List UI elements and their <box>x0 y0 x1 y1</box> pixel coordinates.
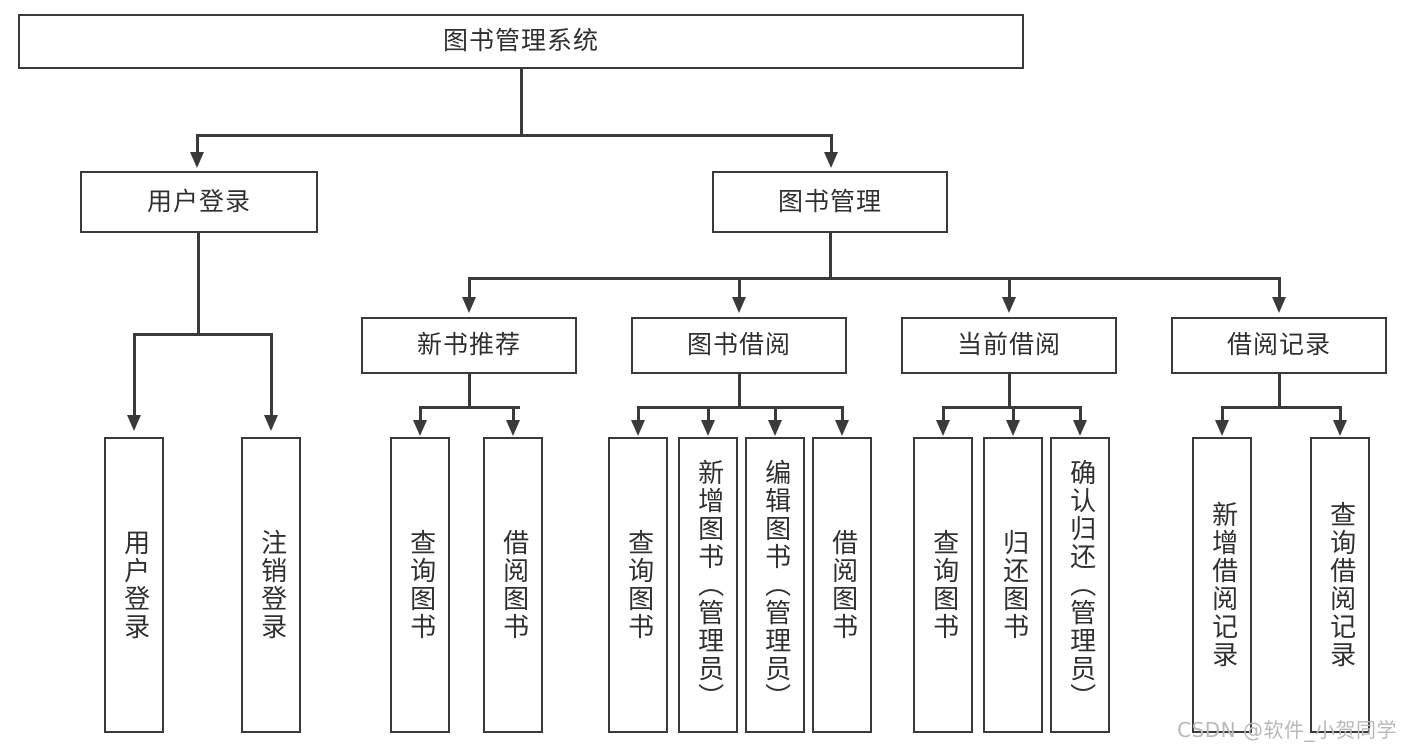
leaf-user-login-0[interactable]: 用户登录 <box>104 437 164 733</box>
arrowhead-user-login <box>190 152 204 168</box>
connector-root-to-user-login <box>196 134 199 154</box>
connector-book-mgmt-c4 <box>1278 277 1281 299</box>
connector-user-login-stem <box>197 233 200 334</box>
connector-current-borrow-leaf2 <box>1012 406 1015 422</box>
node-book-management[interactable]: 图书管理 <box>712 171 948 233</box>
node-borrow-record-label: 借阅记录 <box>1226 330 1331 360</box>
arrowhead-book-mgmt <box>824 152 838 168</box>
leaf-current-borrow-2[interactable]: 确认归还（管理员） <box>1050 437 1110 733</box>
connector-root-stem <box>520 69 523 135</box>
leaf-book-borrow-1[interactable]: 新增图书（管理员） <box>678 437 738 733</box>
node-root-label: 图书管理系统 <box>442 26 599 56</box>
node-current-borrow-label: 当前借阅 <box>956 330 1061 360</box>
connector-borrow-record-stem <box>1278 374 1281 407</box>
leaf-current-borrow-1-label: 归还图书 <box>998 529 1029 641</box>
connector-root-to-book-mgmt <box>830 134 833 154</box>
leaf-new-book-0-label: 查询图书 <box>405 529 436 641</box>
arrowhead-user-login-leaf1 <box>127 415 141 431</box>
connector-borrow-record-bus <box>1221 406 1339 409</box>
node-book-borrow[interactable]: 图书借阅 <box>631 317 847 374</box>
leaf-book-borrow-1-label: 新增图书（管理员） <box>693 459 724 711</box>
leaf-borrow-record-0-label: 新增借阅记录 <box>1207 501 1238 669</box>
node-user-login[interactable]: 用户登录 <box>80 171 318 233</box>
arrowhead-current-borrow-leaf1 <box>936 420 950 436</box>
connector-book-borrow-leaf3 <box>774 406 777 422</box>
arrowhead-book-borrow-leaf3 <box>768 420 782 436</box>
leaf-borrow-record-1[interactable]: 查询借阅记录 <box>1310 437 1370 733</box>
arrowhead-current-borrow-leaf3 <box>1073 420 1087 436</box>
leaf-book-borrow-0[interactable]: 查询图书 <box>608 437 668 733</box>
leaf-book-borrow-0-label: 查询图书 <box>623 529 654 641</box>
connector-book-mgmt-c1 <box>468 277 471 299</box>
leaf-book-borrow-3-label: 借阅图书 <box>827 529 858 641</box>
node-root[interactable]: 图书管理系统 <box>18 14 1024 69</box>
leaf-new-book-0[interactable]: 查询图书 <box>390 437 450 733</box>
connector-book-borrow-stem <box>738 374 741 407</box>
connector-book-borrow-leaf1 <box>637 406 640 422</box>
connector-book-borrow-leaf4 <box>841 406 844 422</box>
connector-new-book-bus <box>419 406 520 409</box>
arrowhead-current-borrow <box>1002 297 1016 313</box>
arrowhead-borrow-record-leaf1 <box>1215 420 1229 436</box>
arrowhead-current-borrow-leaf2 <box>1006 420 1020 436</box>
connector-current-borrow-leaf1 <box>942 406 945 422</box>
connector-book-mgmt-bus <box>468 277 1280 280</box>
connector-book-mgmt-c3 <box>1008 277 1011 299</box>
arrowhead-new-book-leaf1 <box>413 420 427 436</box>
connector-user-login-leaf2 <box>270 333 273 417</box>
arrowhead-book-borrow-leaf4 <box>835 420 849 436</box>
connector-user-login-leaf1 <box>133 333 136 417</box>
leaf-user-login-1[interactable]: 注销登录 <box>241 437 301 733</box>
arrowhead-book-borrow <box>732 297 746 313</box>
leaf-current-borrow-0[interactable]: 查询图书 <box>913 437 973 733</box>
connector-borrow-record-leaf2 <box>1339 406 1342 422</box>
node-new-book-recommend-label: 新书推荐 <box>416 330 521 360</box>
connector-book-mgmt-c2 <box>738 277 741 299</box>
connector-book-mgmt-stem <box>829 233 832 278</box>
leaf-new-book-1[interactable]: 借阅图书 <box>483 437 543 733</box>
connector-new-book-leaf1 <box>419 406 422 422</box>
node-book-borrow-label: 图书借阅 <box>686 330 791 360</box>
connector-root-bus <box>196 134 833 137</box>
leaf-borrow-record-0[interactable]: 新增借阅记录 <box>1192 437 1252 733</box>
arrowhead-borrow-record-leaf2 <box>1333 420 1347 436</box>
node-new-book-recommend[interactable]: 新书推荐 <box>361 317 577 374</box>
arrowhead-borrow-record <box>1272 297 1286 313</box>
connector-new-book-leaf2 <box>512 406 515 422</box>
node-user-login-label: 用户登录 <box>146 186 251 216</box>
leaf-book-borrow-2[interactable]: 编辑图书（管理员） <box>745 437 805 733</box>
leaf-borrow-record-1-label: 查询借阅记录 <box>1325 501 1356 669</box>
connector-borrow-record-leaf1 <box>1221 406 1224 422</box>
leaf-new-book-1-label: 借阅图书 <box>498 529 529 641</box>
leaf-user-login-0-label: 用户登录 <box>119 529 150 641</box>
connector-new-book-stem <box>468 374 471 407</box>
connector-current-borrow-bus <box>942 406 1080 409</box>
connector-current-borrow-stem <box>1008 374 1011 407</box>
leaf-current-borrow-2-label: 确认归还（管理员） <box>1065 459 1096 711</box>
connector-current-borrow-leaf3 <box>1079 406 1082 422</box>
arrowhead-user-login-leaf2 <box>264 415 278 431</box>
node-borrow-record[interactable]: 借阅记录 <box>1171 317 1387 374</box>
arrowhead-book-borrow-leaf2 <box>701 420 715 436</box>
node-book-management-label: 图书管理 <box>777 186 882 216</box>
connector-user-login-bus <box>133 333 270 336</box>
node-current-borrow[interactable]: 当前借阅 <box>901 317 1117 374</box>
arrowhead-new-book-leaf2 <box>506 420 520 436</box>
connector-book-borrow-leaf2 <box>707 406 710 422</box>
leaf-current-borrow-1[interactable]: 归还图书 <box>983 437 1043 733</box>
leaf-user-login-1-label: 注销登录 <box>256 529 287 641</box>
arrowhead-book-borrow-leaf1 <box>631 420 645 436</box>
connector-book-borrow-bus <box>637 406 842 409</box>
leaf-current-borrow-0-label: 查询图书 <box>928 529 959 641</box>
arrowhead-new-book <box>462 297 476 313</box>
leaf-book-borrow-2-label: 编辑图书（管理员） <box>760 459 791 711</box>
leaf-book-borrow-3[interactable]: 借阅图书 <box>812 437 872 733</box>
